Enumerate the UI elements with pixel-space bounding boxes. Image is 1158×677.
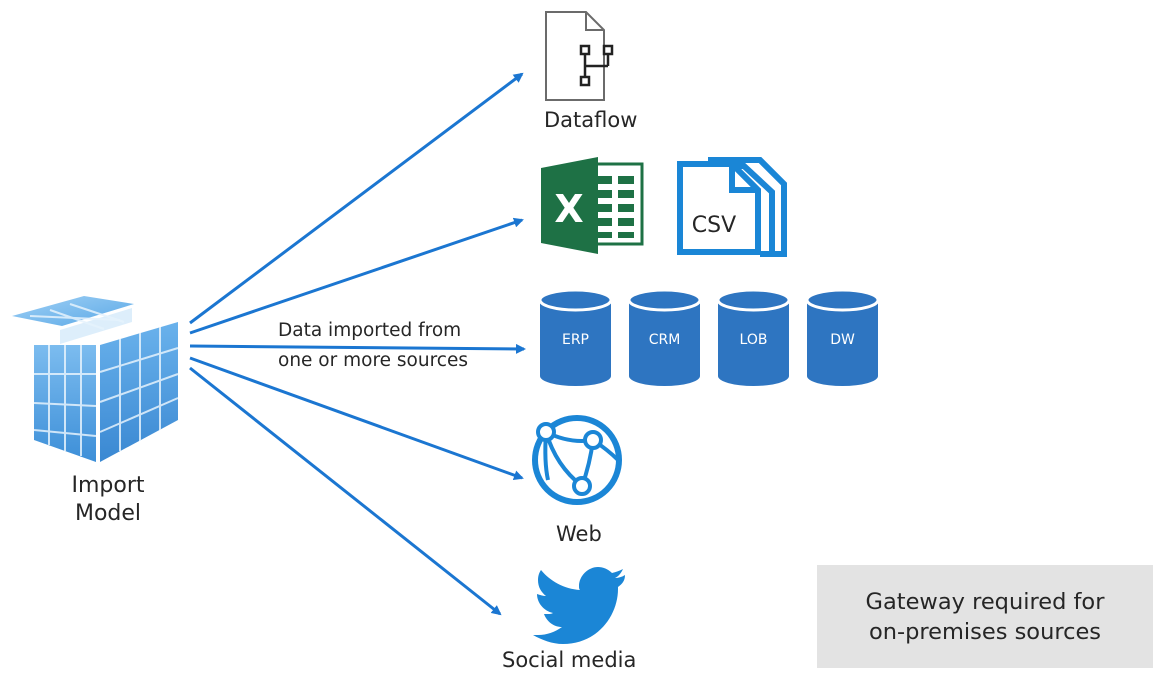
database-icon-dw: DW	[805, 288, 880, 387]
arrow-label: Data imported from one or more sources	[278, 316, 468, 376]
gateway-note-line1: Gateway required for	[865, 588, 1105, 615]
database-label: CRM	[649, 332, 681, 348]
model-label-line2: Model	[74, 501, 142, 526]
dataflow-icon	[545, 11, 614, 101]
arrow-label-line2: one or more sources	[278, 350, 468, 371]
twitter-icon	[533, 567, 625, 644]
dataflow-label: Dataflow	[544, 108, 638, 132]
csv-icon	[677, 157, 787, 257]
database-icon-lob: LOB	[716, 288, 791, 387]
databases: ERP CRM LOB DW	[538, 288, 880, 387]
social-media-label: Social media	[502, 648, 637, 672]
database-label: DW	[830, 332, 855, 348]
arrow-to-social	[189, 366, 502, 616]
excel-letter: X	[554, 187, 583, 231]
arrow-to-web	[189, 356, 524, 480]
web-label: Web	[556, 522, 602, 546]
database-icon-erp: ERP	[538, 288, 613, 387]
gateway-note-line2: on-premises sources	[868, 618, 1102, 645]
database-label: LOB	[740, 332, 768, 348]
csv-label: CSV	[692, 213, 736, 238]
database-label: ERP	[562, 332, 589, 348]
arrow-to-databases	[189, 343, 526, 354]
web-icon	[532, 415, 622, 505]
database-icon-crm: CRM	[627, 288, 702, 387]
arrow-label-line1: Data imported from	[278, 320, 462, 341]
gateway-note: Gateway required for on-premises sources	[817, 565, 1153, 668]
arrows	[189, 72, 526, 616]
excel-icon: X	[541, 157, 644, 254]
model-cube-icon	[12, 296, 179, 462]
model-label-line1: Import	[71, 473, 145, 498]
arrow-to-files	[189, 217, 524, 335]
arrow-to-dataflow	[189, 72, 524, 325]
model-label: Import Model	[48, 472, 168, 528]
